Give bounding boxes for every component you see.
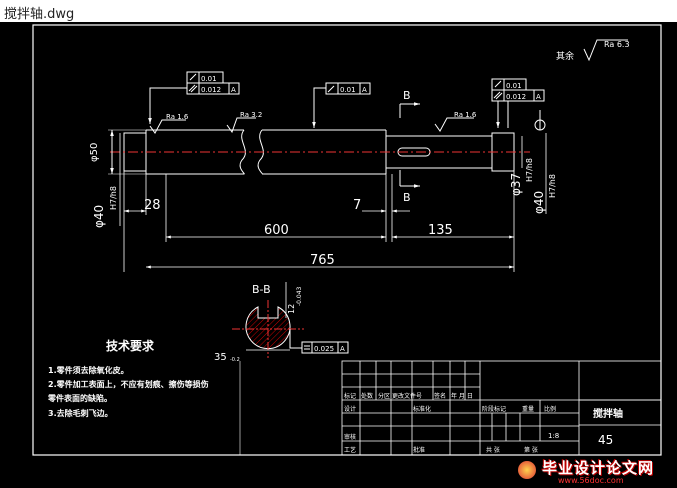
dim-d40-right: φ40 bbox=[532, 191, 546, 214]
section-cut-marks bbox=[399, 102, 420, 188]
cad-viewport[interactable]: 其余 Ra 6.3 φ50 φ40 H7/h8 φ37 H7/h8 bbox=[0, 22, 677, 488]
svg-text:更改文件号: 更改文件号 bbox=[392, 392, 422, 400]
title-block-text: 标记 处数 分区 更改文件号 签名 年 月 日 设计 标准化 阶段标记 重量 比… bbox=[344, 392, 623, 454]
dim-d40-right-tol: H7/h8 bbox=[548, 174, 557, 198]
window-title: 搅拌轴.dwg bbox=[4, 7, 75, 22]
tech-req-title: 技术要求 bbox=[106, 338, 155, 353]
dim-d40-left-tol: H7/h8 bbox=[109, 186, 118, 210]
svg-text:设计: 设计 bbox=[344, 405, 356, 413]
svg-text:B-B: B-B bbox=[252, 283, 271, 296]
svg-text:重量: 重量 bbox=[522, 405, 534, 413]
tech-req-4: 3.去除毛刺飞边。 bbox=[48, 408, 113, 418]
window-titlebar: 搅拌轴.dwg bbox=[0, 0, 677, 22]
dim-7: 7 bbox=[353, 198, 361, 213]
svg-text:标准化: 标准化 bbox=[413, 405, 431, 413]
others-roughness-value: Ra 6.3 bbox=[604, 40, 630, 49]
dim-135: 135 bbox=[428, 223, 453, 238]
roughness-marks bbox=[149, 117, 474, 134]
svg-text:A: A bbox=[362, 86, 367, 94]
dim-d37-tol: H7/h8 bbox=[525, 158, 534, 182]
svg-text:A: A bbox=[231, 86, 236, 94]
sect-dim-35-tol: -0.2 bbox=[230, 357, 240, 363]
dim-d50: φ50 bbox=[89, 143, 100, 162]
cad-drawing: 其余 Ra 6.3 φ50 φ40 H7/h8 φ37 H7/h8 bbox=[32, 24, 662, 456]
dim-28: 28 bbox=[144, 198, 161, 213]
sect-dim-12-tol: -0.043 bbox=[296, 286, 303, 306]
svg-text:工艺: 工艺 bbox=[344, 446, 356, 454]
svg-text:0.025: 0.025 bbox=[314, 345, 334, 353]
svg-text:签名: 签名 bbox=[434, 392, 446, 400]
watermark-logo-icon bbox=[518, 461, 536, 479]
svg-text:0.01: 0.01 bbox=[506, 82, 522, 90]
diameter-dims: φ50 φ40 H7/h8 φ37 H7/h8 φ40 H7/h8 bbox=[89, 129, 557, 228]
svg-text:第 张: 第 张 bbox=[524, 446, 538, 454]
svg-text:A: A bbox=[536, 93, 541, 101]
dim-d40-left: φ40 bbox=[92, 205, 106, 228]
roughness-right: Ra 1.6 bbox=[454, 111, 477, 119]
svg-text:A: A bbox=[340, 345, 345, 353]
sect-dim-12: 12 bbox=[287, 304, 296, 314]
svg-text:批准: 批准 bbox=[413, 446, 425, 454]
tech-req-1: 1.零件须去除氧化皮。 bbox=[48, 365, 129, 375]
watermark: 毕业设计论文网 www.56doc.com bbox=[512, 457, 677, 487]
watermark-text: 毕业设计论文网 bbox=[542, 459, 655, 477]
others-label: 其余 bbox=[556, 50, 574, 62]
title-part-name: 搅拌轴 bbox=[593, 407, 623, 420]
roughness-others: 其余 Ra 6.3 bbox=[556, 39, 630, 62]
svg-text:0.01: 0.01 bbox=[201, 75, 217, 83]
tech-req-3: 零件表面的缺陷。 bbox=[47, 393, 112, 403]
tech-requirements: 技术要求 1.零件须去除氧化皮。 2.零件加工表面上，不应有划痕、擦伤等损伤 零… bbox=[47, 338, 209, 418]
title-material: 45 bbox=[598, 433, 613, 447]
sect-dim-35: 35 bbox=[214, 352, 227, 363]
svg-text:审核: 审核 bbox=[344, 433, 356, 441]
gtol-right: 0.01 0.012 A bbox=[491, 78, 545, 128]
svg-text:比例: 比例 bbox=[544, 405, 556, 413]
gtol-mid: 0.01 A bbox=[312, 82, 371, 128]
tech-req-2: 2.零件加工表面上，不应有划痕、擦伤等损伤 bbox=[48, 379, 209, 389]
section-mark-top: B bbox=[403, 89, 411, 102]
section-view-bb: B-B 12 -0.043 35 -0.2 0.025 A bbox=[214, 282, 349, 363]
svg-text:0.012: 0.012 bbox=[201, 86, 221, 94]
title-scale: 1:8 bbox=[548, 432, 559, 440]
svg-text:共 张: 共 张 bbox=[486, 446, 500, 454]
datum-marker bbox=[534, 110, 546, 131]
roughness-mid: Ra 3.2 bbox=[240, 111, 262, 119]
roughness-left: Ra 1.6 bbox=[166, 113, 189, 121]
section-mark-bottom: B bbox=[403, 191, 411, 204]
svg-text:阶段标记: 阶段标记 bbox=[482, 405, 506, 413]
svg-text:处数: 处数 bbox=[361, 392, 373, 400]
dim-600: 600 bbox=[264, 223, 289, 238]
svg-text:标记: 标记 bbox=[344, 392, 356, 400]
svg-text:0.01: 0.01 bbox=[340, 86, 356, 94]
dim-765: 765 bbox=[310, 253, 335, 268]
watermark-url: www.56doc.com bbox=[558, 476, 624, 485]
svg-text:年 月 日: 年 月 日 bbox=[451, 392, 473, 400]
svg-text:0.012: 0.012 bbox=[506, 93, 526, 101]
title-block bbox=[341, 360, 662, 456]
length-dims bbox=[123, 171, 515, 272]
dim-d37: φ37 bbox=[509, 173, 523, 196]
gtol-left: 0.01 0.012 A bbox=[148, 71, 240, 124]
svg-text:分区: 分区 bbox=[378, 392, 390, 400]
